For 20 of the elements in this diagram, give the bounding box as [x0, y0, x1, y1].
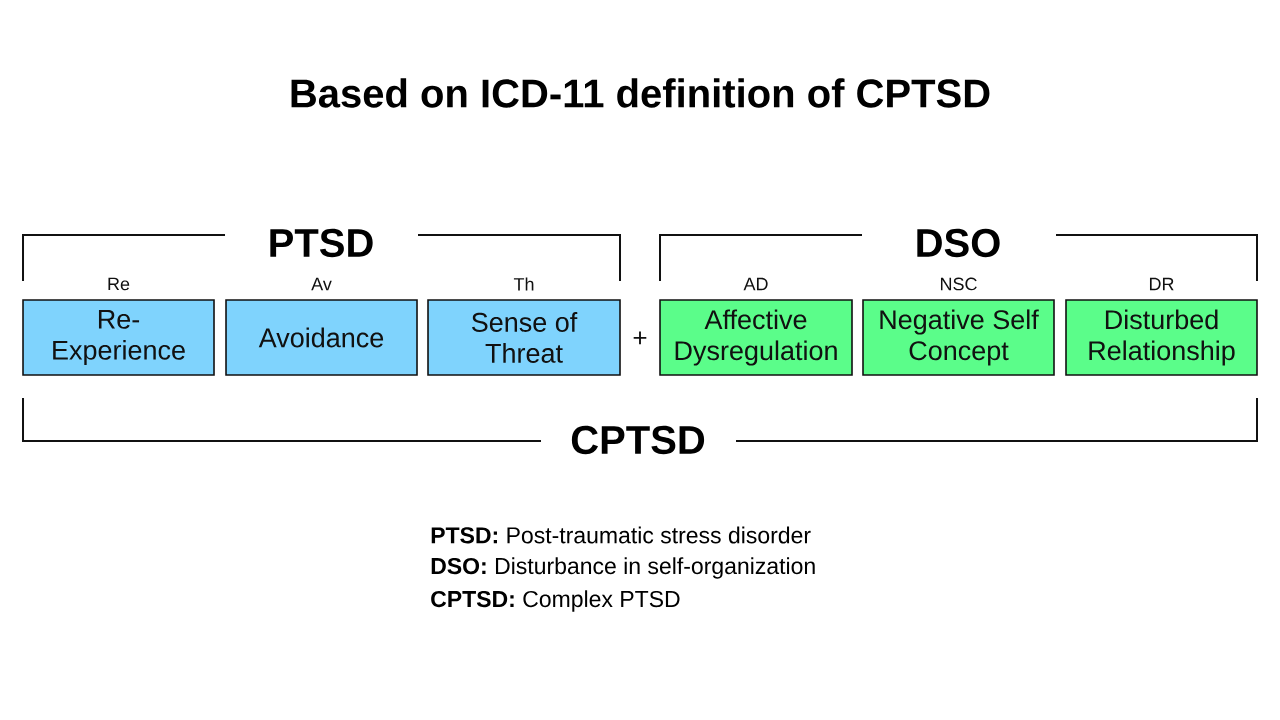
abbreviation-label: Re	[108, 277, 130, 291]
abbreviation-label: Av	[311, 277, 332, 291]
process-box: Re- Experience	[22, 299, 215, 376]
abbreviation-label: AD	[743, 277, 768, 291]
plus-sign: +	[633, 331, 647, 345]
process-box: Affective Dysregulation	[659, 299, 853, 376]
abbreviation-label: Th	[513, 277, 534, 291]
process-box: Negative Self Concept	[862, 299, 1055, 376]
process-box: Avoidance	[225, 299, 418, 376]
process-box: Disturbed Relationship	[1065, 299, 1258, 376]
group-label: PTSD	[270, 228, 373, 258]
title: Based on ICD-11 definition of CPTSD	[291, 78, 990, 108]
abbreviation-label: NSC	[941, 277, 977, 291]
group-label: DSO	[917, 228, 1000, 258]
abbreviation-label: DR	[1150, 277, 1174, 291]
process-box: Sense of Threat	[427, 299, 621, 376]
definition-text: CPTSD: Complex PTSD	[431, 590, 680, 612]
definition-text: DSO: Disturbance in self-organization	[431, 557, 815, 579]
definition-text: PTSD: Post-traumatic stress disorder	[431, 526, 811, 544]
group-label: CPTSD	[571, 425, 705, 455]
